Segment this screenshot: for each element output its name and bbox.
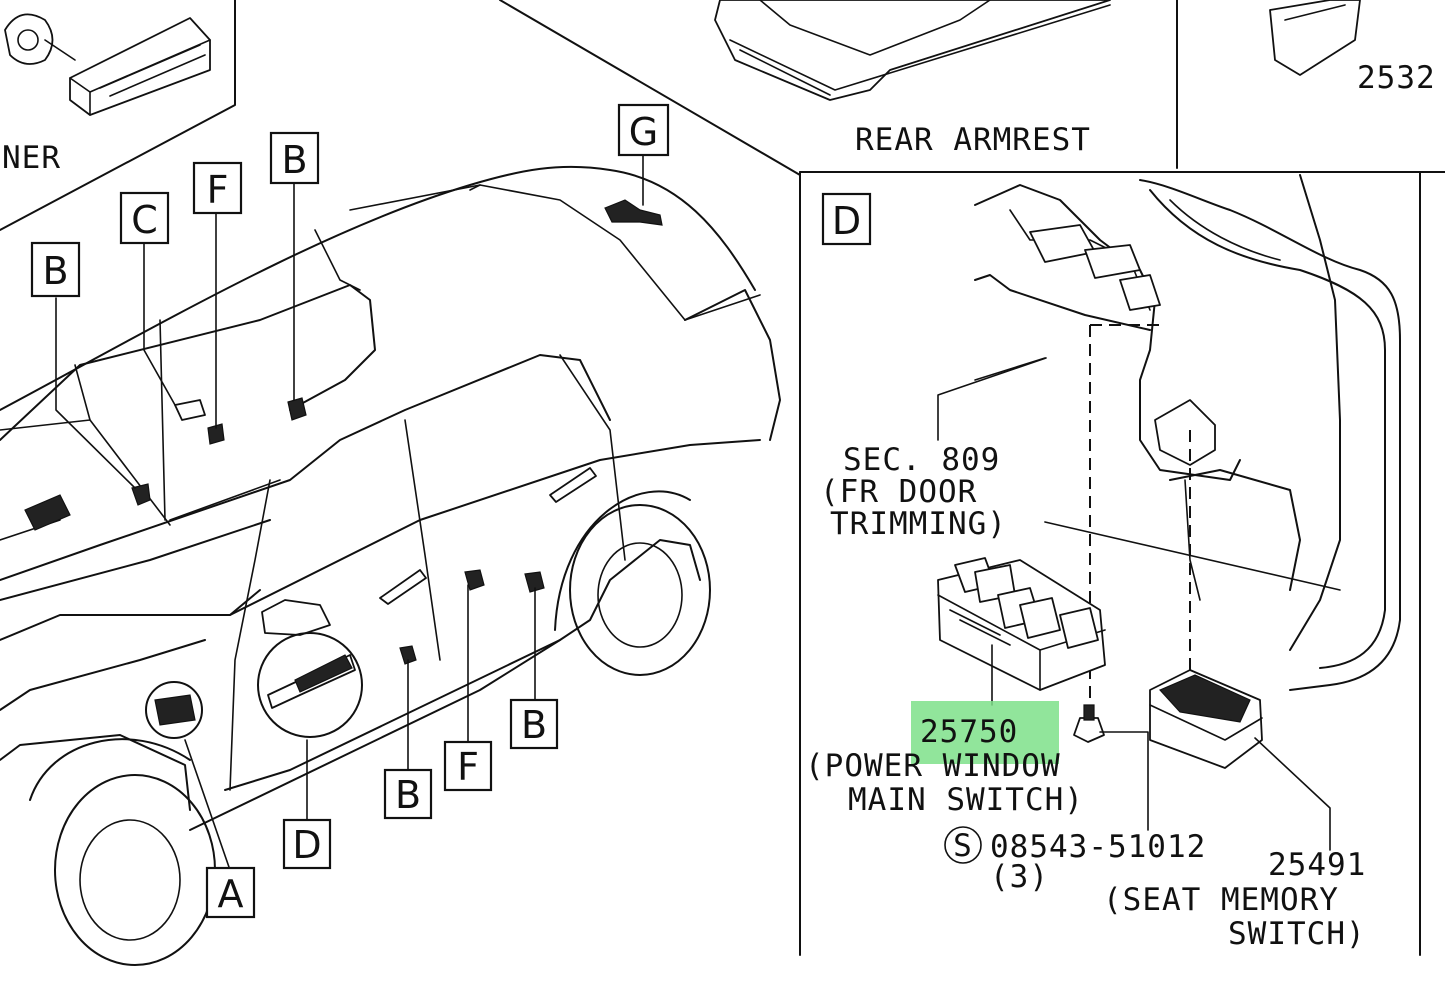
part-number-25750: 25750	[920, 714, 1018, 750]
svg-text:B: B	[42, 249, 68, 293]
svg-text:A: A	[218, 872, 244, 916]
seat-memory-part-number: 25491	[1268, 847, 1366, 883]
part-number-highlight	[911, 701, 1059, 764]
svg-text:D: D	[832, 199, 861, 243]
svg-text:B: B	[281, 138, 307, 182]
callout-d-car: D	[282, 818, 332, 870]
power-window-main-switch-illustration	[937, 557, 1106, 691]
fr-door-label: (FR DOOR	[820, 474, 977, 510]
assembly-dash-lines	[1089, 324, 1191, 710]
main-switch-label: MAIN SWITCH)	[848, 782, 1084, 818]
svg-text:B: B	[395, 773, 421, 817]
screw-symbol: S	[944, 826, 982, 864]
screw-leader	[1099, 731, 1149, 831]
svg-text:F: F	[207, 168, 229, 212]
car-components	[24, 199, 663, 739]
svg-text:F: F	[457, 745, 479, 789]
rear-armrest-label: REAR ARMREST	[855, 122, 1091, 158]
rear-armrest-illustration	[714, 0, 1111, 101]
callout-f-bottom: F	[443, 740, 493, 792]
screw-part-number: 08543-51012	[990, 829, 1206, 865]
callout-c: C	[119, 191, 170, 245]
car-body-illustration	[0, 165, 781, 966]
svg-text:C: C	[131, 198, 158, 242]
trimming-leader	[1044, 521, 1341, 591]
svg-text:S: S	[953, 828, 973, 864]
callout-a: A	[205, 866, 256, 919]
sec-809-label: SEC. 809	[843, 442, 1000, 478]
power-window-label: (POWER WINDOW	[805, 748, 1061, 784]
callout-d-panel: D	[821, 192, 872, 246]
panel-borders	[0, 0, 1445, 956]
svg-text:B: B	[521, 703, 547, 747]
seat-memory-switch-illustration	[1149, 669, 1263, 769]
partial-label-top-left: NER	[2, 140, 61, 176]
sec-809-leader	[937, 357, 1047, 441]
screw-quantity: (3)	[990, 859, 1049, 895]
partial-label-top-right: 2532	[1357, 60, 1436, 96]
callout-b-right: B	[509, 698, 559, 750]
screw-illustration	[1073, 704, 1105, 743]
trimming-label: TRIMMING)	[830, 506, 1007, 542]
callout-f-top: F	[192, 161, 243, 215]
callout-leader-lines	[55, 154, 644, 871]
svg-text:D: D	[292, 823, 321, 867]
callout-g: G	[617, 103, 670, 157]
top-right-part-illustration	[1269, 0, 1361, 76]
callout-b-bottom: B	[383, 768, 433, 820]
top-left-part-illustration	[4, 13, 211, 116]
switch-label: SWITCH)	[1228, 916, 1366, 952]
seat-memory-leader	[1254, 737, 1331, 851]
svg-text:G: G	[629, 110, 658, 154]
callout-b-top: B	[269, 131, 320, 185]
seat-memory-label: (SEAT MEMORY	[1103, 882, 1339, 918]
callout-b-left: B	[30, 241, 81, 298]
